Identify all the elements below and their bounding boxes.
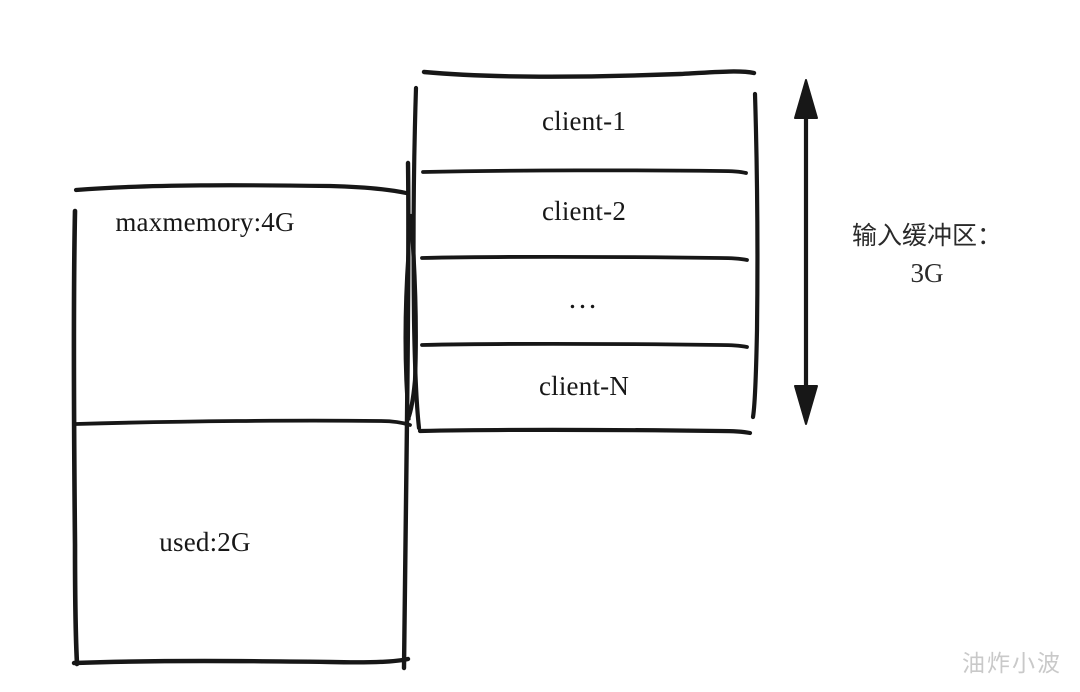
memory-box-right-edge-overdraw-2: [403, 216, 413, 421]
watermark: 油炸小波: [962, 651, 1062, 676]
client-row-label-client-2: client-2: [541, 196, 627, 226]
client-divider-1: [421, 168, 748, 175]
client-box-top-edge: [421, 69, 757, 79]
memory-segment-label-maxmemory: maxmemory:4G: [115, 207, 295, 237]
memory-box-left-edge: [71, 208, 80, 667]
client-row-label-ellipsis: …: [567, 282, 601, 315]
annotation-line-1: 输入缓冲区：: [851, 223, 1002, 250]
memory-segment-label-used: used:2G: [159, 527, 251, 557]
memory-box-divider: [74, 418, 412, 427]
client-box-right-edge: [750, 91, 760, 420]
arrow-head-up: [794, 79, 818, 119]
annotation-line-2: 3G: [910, 257, 944, 288]
memory-box-bottom-edge: [71, 656, 411, 666]
arrow-head-down: [794, 385, 818, 425]
memory-box-top-edge: [73, 183, 409, 196]
client-divider-2: [420, 254, 749, 262]
client-box-bottom-edge: [417, 427, 753, 436]
client-box-left-edge: [411, 85, 422, 431]
client-divider-3: [420, 341, 749, 349]
input-buffer-annotation: 输入缓冲区： 3G: [822, 220, 1032, 292]
client-row-label-client-1: client-1: [541, 106, 627, 136]
client-row-label-client-n: client-N: [538, 371, 630, 401]
